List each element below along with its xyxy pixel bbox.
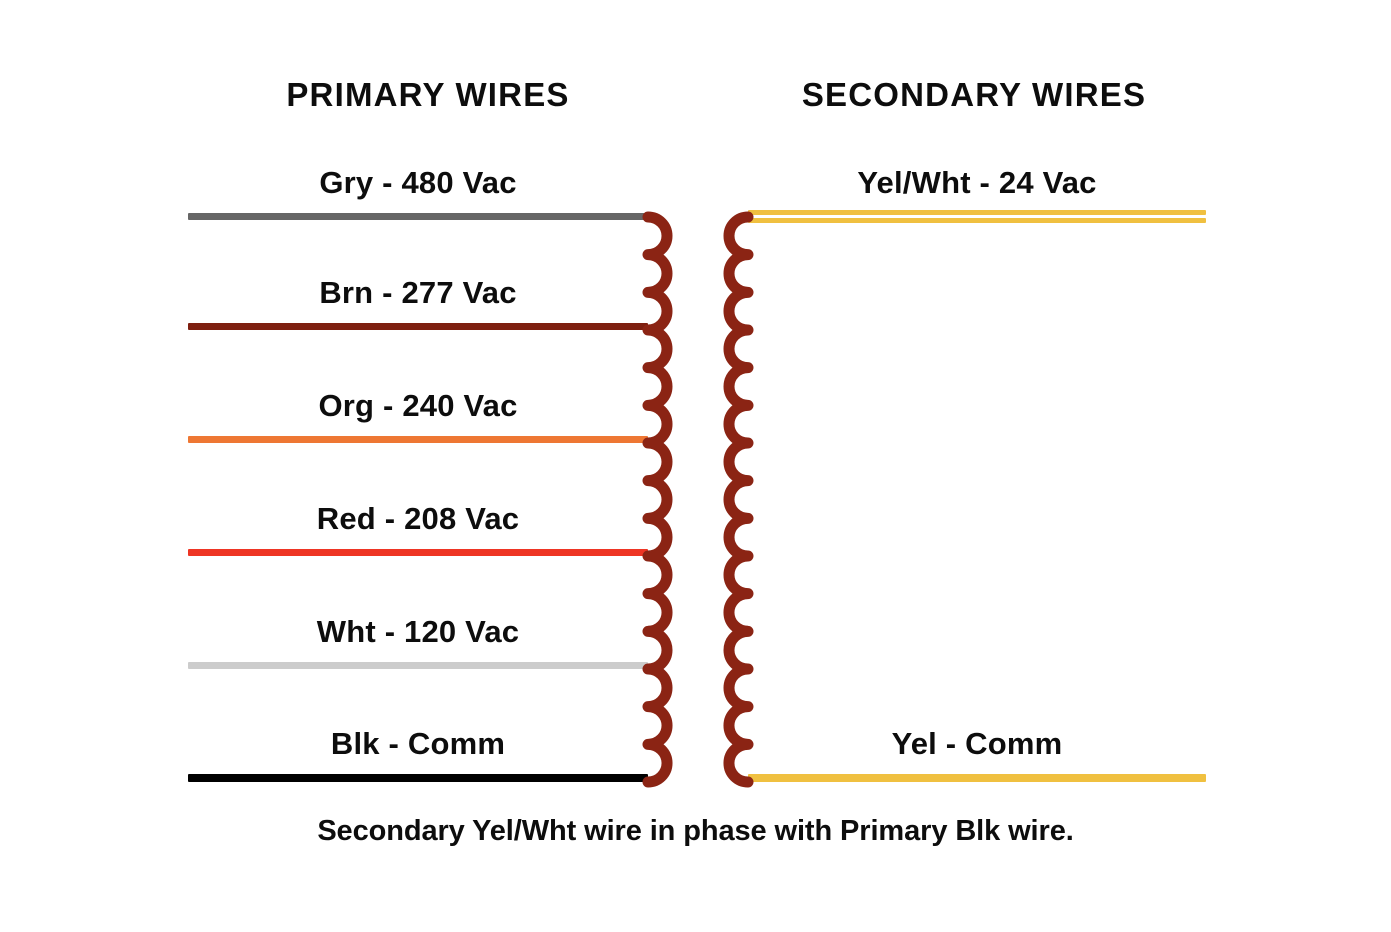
wire-line-primary-red xyxy=(188,549,648,556)
secondary-wires-header: SECONDARY WIRES xyxy=(801,76,1147,113)
primary-wires-header: PRIMARY WIRES xyxy=(286,76,570,113)
wire-stripe-band-bottom xyxy=(748,218,1206,223)
wire-line-secondary-yellow xyxy=(748,774,1206,782)
phase-note-caption: Secondary Yel/Wht wire in phase with Pri… xyxy=(317,815,1074,847)
wire-line-primary-gray xyxy=(188,213,648,220)
wire-label-primary-black: Blk - Comm xyxy=(330,726,506,761)
wire-line-primary-white xyxy=(188,662,648,669)
wire-label-primary-gray: Gry - 480 Vac xyxy=(319,165,517,200)
wire-line-primary-orange xyxy=(188,436,648,443)
primary-coil-icon xyxy=(642,211,673,788)
secondary-coil-icon xyxy=(723,211,754,788)
wire-line-secondary-yellow-white xyxy=(748,210,1206,223)
wire-label-primary-white: Wht - 120 Vac xyxy=(316,614,520,649)
wire-stripe-band-top xyxy=(748,210,1206,215)
wire-label-secondary-yellow: Yel - Comm xyxy=(891,726,1063,761)
wire-label-primary-orange: Org - 240 Vac xyxy=(318,388,518,423)
wire-label-secondary-yellow-white: Yel/Wht - 24 Vac xyxy=(857,165,1097,200)
wire-label-primary-red: Red - 208 Vac xyxy=(316,501,520,536)
wire-label-primary-brown: Brn - 277 Vac xyxy=(319,275,517,310)
wire-line-primary-brown xyxy=(188,323,648,330)
wire-line-primary-black xyxy=(188,774,648,782)
